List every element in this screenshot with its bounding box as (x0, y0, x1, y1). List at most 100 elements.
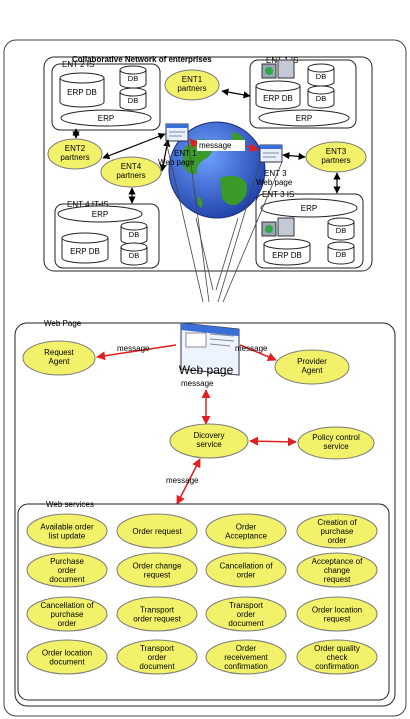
svg-text:partners: partners (60, 153, 89, 162)
erp-ellipse (60, 109, 152, 127)
web-service-label: Cancellation of (41, 601, 95, 610)
svg-text:ERP: ERP (301, 204, 317, 213)
message-label: message (235, 344, 268, 353)
web-service-label: purchase (51, 610, 84, 619)
web-service-label: receivement (224, 653, 268, 662)
svg-text:DB: DB (336, 226, 346, 235)
web-service-label: order (328, 536, 347, 545)
svg-text:ENT4: ENT4 (121, 162, 142, 171)
web-services-title: Web services (46, 500, 94, 509)
svg-text:ENT3: ENT3 (326, 147, 347, 156)
erp-db-cylinder: ERP DB (61, 232, 109, 264)
ent1-partners: ENT1 partners (164, 69, 220, 101)
web-service-label: order (58, 619, 77, 628)
message-label: message (181, 379, 214, 388)
ent3-is-box: ENT 3 IS ERP ERP DB DB DB (255, 190, 364, 269)
provider-agent: Provider Agent (274, 349, 350, 385)
web-service-label: document (49, 658, 85, 667)
svg-text:partners: partners (321, 156, 350, 165)
web-service-label: Order location (42, 649, 92, 658)
web-service-label: order (58, 566, 77, 575)
web-service-label: request (324, 615, 351, 624)
web-service-label: request (144, 571, 171, 580)
svg-text:ERP: ERP (296, 114, 312, 123)
svg-text:DB: DB (129, 251, 139, 260)
web-services-panel: Web services (17, 500, 390, 701)
message-label: message (117, 344, 150, 353)
ent2-is-label: ENT 2 IS (62, 60, 94, 69)
ent1-webpage-icon (165, 123, 189, 142)
db-cylinder: DB (327, 241, 355, 265)
web-service-label: list update (49, 532, 86, 541)
web-service-label: purchase (321, 527, 354, 536)
web-service-label: Purchase (50, 557, 84, 566)
webpage-icon (180, 322, 240, 376)
web-service-label: order request (133, 615, 181, 624)
svg-text:ERP DB: ERP DB (272, 251, 302, 260)
svg-text:ENT 3: ENT 3 (264, 169, 287, 178)
web-service-label: Acceptance (225, 532, 267, 541)
web-service-label: order (148, 653, 167, 662)
svg-text:ERP: ERP (92, 210, 108, 219)
svg-text:Agent: Agent (302, 366, 324, 375)
web-service-label: Order (236, 644, 257, 653)
svg-text:partners: partners (116, 171, 145, 180)
svg-text:ERP: ERP (98, 114, 114, 123)
svg-text:DB: DB (316, 94, 326, 103)
svg-text:Policy control: Policy control (312, 433, 360, 442)
svg-text:ERP DB: ERP DB (67, 88, 97, 97)
web-service-label: Acceptance of (312, 557, 363, 566)
db-cylinder: DB (120, 221, 148, 245)
svg-text:Web page: Web page (158, 158, 195, 167)
svg-text:DB: DB (128, 96, 138, 105)
web-service-label: document (139, 662, 175, 671)
svg-text:DB: DB (128, 74, 138, 83)
db-cylinder: DB (327, 217, 355, 241)
web-service-label: Order location (312, 606, 362, 615)
ent4-is-box: ENT 4 IT-IS ERP ERP DB DB DB (54, 200, 160, 269)
server-icon (261, 59, 295, 79)
ent2-is-box: ENT 2 IS ERP DB DB DB ERP (51, 60, 161, 131)
svg-text:ERP DB: ERP DB (70, 247, 100, 256)
svg-text:partners: partners (177, 84, 206, 93)
svg-text:service: service (323, 442, 349, 451)
erp-db-cylinder: ERP DB (263, 238, 311, 266)
svg-text:ENT 1: ENT 1 (174, 149, 197, 158)
ent1-is-box: ENT 1 IS ERP DB DB DB ERP (249, 56, 357, 129)
request-agent: Request Agent (22, 340, 96, 376)
erp-ellipse (260, 198, 358, 218)
web-service-label: Creation of (317, 518, 357, 527)
web-service-label: Order request (132, 527, 182, 536)
web-service-label: Order (236, 523, 257, 532)
web-service-label: Order quality (314, 644, 360, 653)
ent2-partners: ENT2 partners (47, 138, 103, 170)
policy-control-service: Policy control service (297, 426, 375, 460)
web-service-item: Order request (116, 513, 198, 549)
ent3-webpage-icon (259, 144, 283, 163)
db-cylinder: DB (119, 87, 147, 111)
web-service-label: Transport (229, 601, 264, 610)
web-service-label: Cancellation of (220, 562, 274, 571)
svg-text:Provider: Provider (297, 357, 327, 366)
svg-text:Dicovery: Dicovery (193, 431, 224, 440)
network-title: Collaborative Network of enterprises (72, 55, 212, 64)
svg-text:ENT1: ENT1 (182, 75, 203, 84)
svg-text:DB: DB (129, 230, 139, 239)
web-service-label: order (237, 571, 256, 580)
web-service-label: document (49, 575, 85, 584)
ent4-partners: ENT4 partners (100, 156, 162, 188)
web-service-label: Available order (40, 523, 94, 532)
message-label: message (199, 141, 232, 150)
